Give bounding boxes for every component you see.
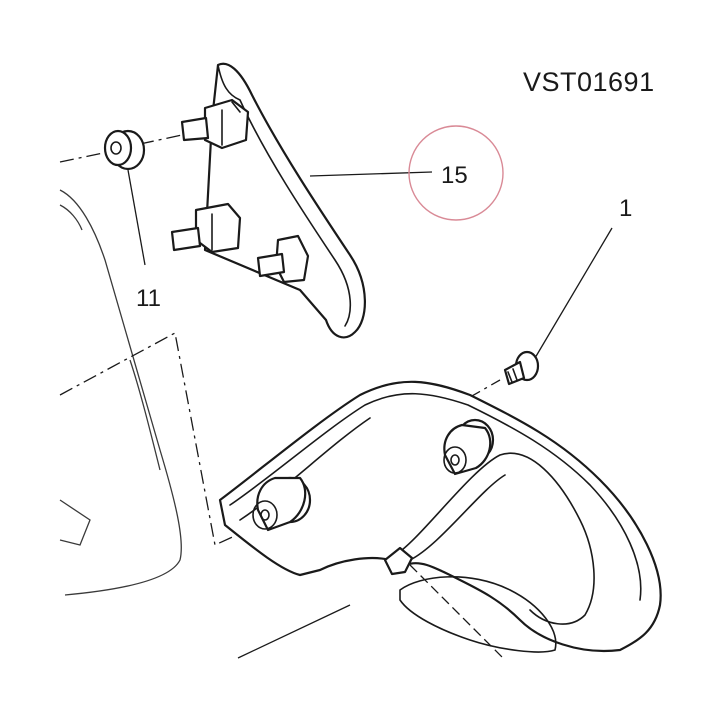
ghost-housing [59,189,182,596]
side-cover-part [170,62,366,339]
callout-label-11: 11 [136,285,161,312]
main-frame-part [218,380,662,653]
drawing-code: VST01691 [523,67,655,97]
leader-lines [127,169,613,659]
screw-part [503,350,540,386]
callout-15-highlight-circle [408,125,504,221]
callout-label-1: 1 [619,195,632,222]
callout-label-15: 15 [441,162,468,189]
grommet-part [103,129,146,171]
